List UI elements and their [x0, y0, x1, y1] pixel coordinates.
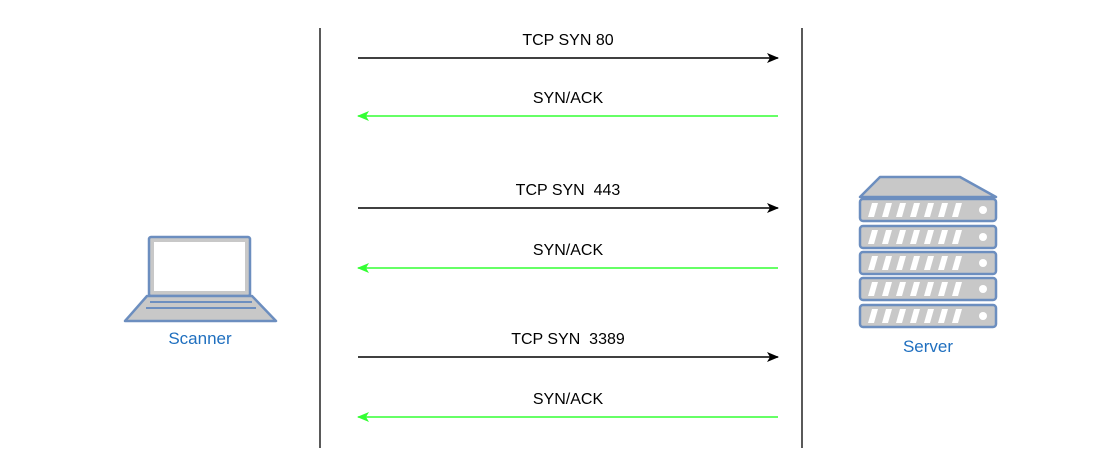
- server-unit-3: [858, 250, 998, 276]
- server-unit-2: [858, 224, 998, 250]
- message-arrows: [357, 53, 779, 422]
- message-label-4: SYN/ACK: [532, 242, 604, 259]
- server-label: Server: [902, 337, 954, 356]
- laptop-icon: [123, 235, 278, 323]
- scanner-label: Scanner: [168, 329, 232, 348]
- server-rack-icon: [858, 175, 998, 329]
- message-label-3: TCP SYN 443: [515, 182, 621, 199]
- server-unit-1: [858, 197, 998, 223]
- message-label-6: SYN/ACK: [532, 391, 604, 408]
- server-unit-5: [858, 303, 998, 329]
- message-label-5: TCP SYN 3389: [511, 331, 625, 348]
- message-label-2: SYN/ACK: [532, 90, 604, 107]
- server-unit-4: [858, 276, 998, 302]
- message-label-1: TCP SYN 80: [522, 32, 614, 49]
